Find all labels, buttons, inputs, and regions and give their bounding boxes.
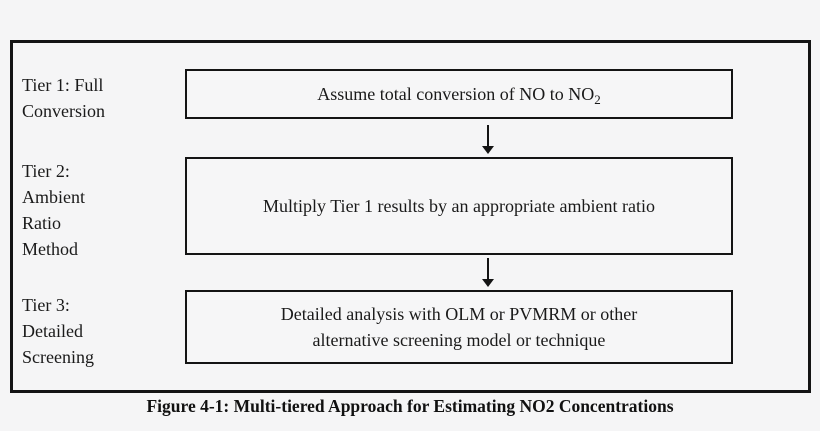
tier1-box: Assume total conversion of NO to NO2 <box>185 69 733 119</box>
arrow-shaft <box>487 258 489 280</box>
tier2-box-text: Multiply Tier 1 results by an appropriat… <box>263 196 655 216</box>
tier3-box-text: Detailed analysis with OLM or PVMRM or o… <box>280 304 638 350</box>
tier1-box-text: Assume total conversion of NO to NO2 <box>317 81 600 107</box>
tier2-box: Multiply Tier 1 results by an appropriat… <box>185 157 733 255</box>
tier1-label: Tier 1: Full Conversion <box>22 75 105 121</box>
tier1-box-text-subscript: 2 <box>594 92 601 107</box>
arrow-head <box>482 279 494 287</box>
tier3-label: Tier 3: Detailed Screening <box>22 295 94 367</box>
arrow-shaft <box>487 125 489 147</box>
tier3-box: Detailed analysis with OLM or PVMRM or o… <box>185 290 733 364</box>
tier1-box-text-main: Assume total conversion of NO to NO <box>317 84 595 104</box>
down-arrow-icon <box>478 258 498 287</box>
tier2-label: Tier 2: Ambient Ratio Method <box>22 161 85 259</box>
arrow-head <box>482 146 494 154</box>
down-arrow-icon <box>478 125 498 154</box>
diagram-frame: Tier 1: Full Conversion Tier 2: Ambient … <box>10 40 811 393</box>
figure-caption: Figure 4-1: Multi-tiered Approach for Es… <box>146 396 674 416</box>
